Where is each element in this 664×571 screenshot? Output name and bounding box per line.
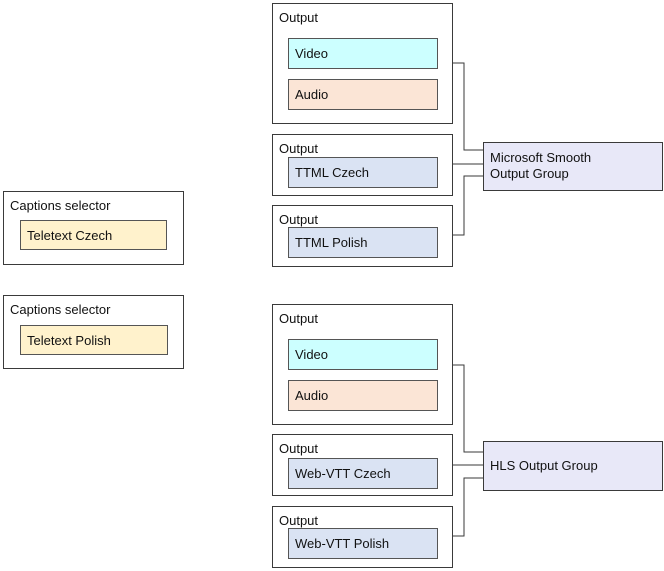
hls-output-group: HLS Output Group — [483, 441, 663, 491]
caption-track-teletext-czech: Teletext Czech — [20, 220, 167, 250]
smooth-output-ttml-polish: Output TTML Polish — [272, 205, 453, 267]
smooth-video-chip: Video — [288, 38, 438, 69]
hls-group-label: HLS Output Group — [490, 458, 598, 473]
connector-smooth-output-3 — [452, 175, 483, 236]
hls-output-webvtt-polish: Output Web-VTT Polish — [272, 506, 453, 568]
captions-selector-title: Captions selector — [10, 302, 111, 317]
webvtt-czech-chip: Web-VTT Czech — [288, 458, 438, 489]
ttml-czech-chip: TTML Czech — [288, 157, 438, 188]
connector-smooth-output-1 — [452, 62, 483, 151]
smooth-group-label-line2: Output Group — [490, 166, 569, 181]
ttml-polish-chip: TTML Polish — [288, 227, 438, 258]
connector-hls-output-1 — [452, 364, 483, 453]
smooth-audio-chip: Audio — [288, 79, 438, 110]
output-title: Output — [279, 10, 319, 25]
captions-selector-czech: Captions selector Teletext Czech — [3, 191, 184, 265]
output-title: Output — [279, 513, 319, 528]
hls-output-video-audio: Output Video Audio — [272, 304, 453, 425]
output-title: Output — [279, 141, 319, 156]
caption-track-teletext-polish: Teletext Polish — [20, 325, 168, 355]
connector-hls-output-3 — [452, 477, 483, 537]
captions-selector-title: Captions selector — [10, 198, 111, 213]
smooth-output-video-audio: Output Video Audio — [272, 3, 453, 124]
hls-video-chip: Video — [288, 339, 438, 370]
smooth-group-label-line1: Microsoft Smooth — [490, 150, 592, 165]
hls-audio-chip: Audio — [288, 380, 438, 411]
hls-output-webvtt-czech: Output Web-VTT Czech — [272, 434, 453, 496]
output-title: Output — [279, 311, 319, 326]
microsoft-smooth-output-group: Microsoft Smooth Output Group — [483, 142, 663, 191]
output-title: Output — [279, 212, 319, 227]
captions-selector-polish: Captions selector Teletext Polish — [3, 295, 184, 369]
output-title: Output — [279, 441, 319, 456]
webvtt-polish-chip: Web-VTT Polish — [288, 528, 438, 559]
smooth-output-ttml-czech: Output TTML Czech — [272, 134, 453, 196]
